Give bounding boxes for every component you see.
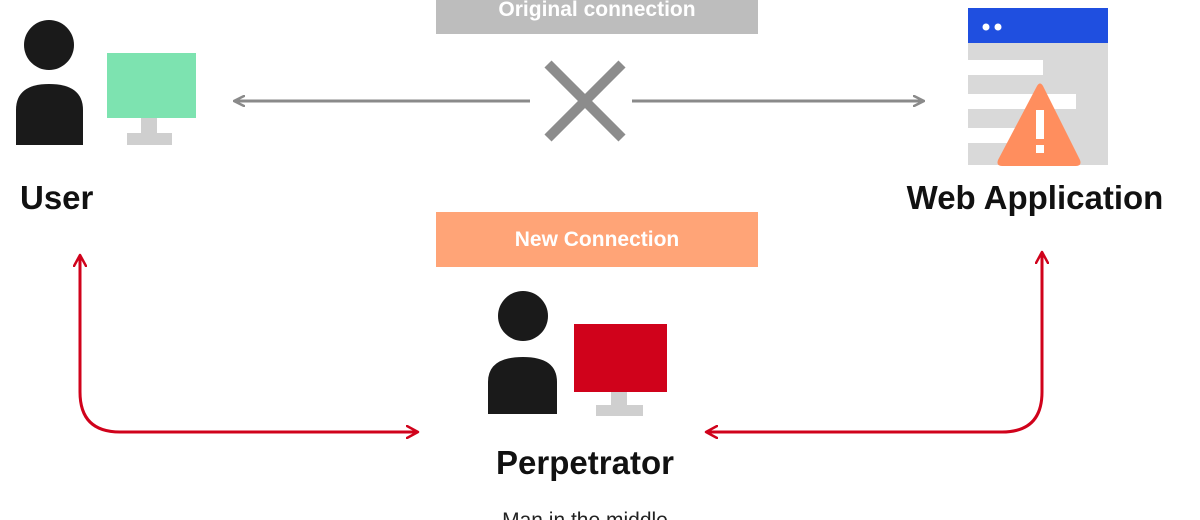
perpetrator-to-webapp-arrow (706, 252, 1042, 432)
perpetrator-body (488, 357, 557, 414)
browser-content-line (968, 128, 1020, 143)
browser-title-bar (968, 8, 1108, 43)
perpetrator-subtitle: Man in the middle (502, 509, 668, 520)
new-connection-label: New Connection (515, 228, 680, 251)
perpetrator-person-icon (488, 291, 557, 414)
web-application-label: Web Application (907, 179, 1164, 216)
warning-icon (997, 83, 1081, 166)
original-connection-label: Original connection (498, 0, 695, 21)
browser-content-line (968, 60, 1043, 75)
original-connection-banner-bg (436, 0, 758, 34)
user-person-icon (16, 20, 83, 145)
perpetrator-monitor-icon (574, 324, 667, 416)
perpetrator-monitor-neck (611, 392, 627, 406)
user-body (16, 84, 83, 145)
perpetrator-monitor-screen (574, 324, 667, 392)
browser-content-line (968, 94, 1076, 109)
perpetrator-label: Perpetrator (496, 444, 674, 481)
user-monitor-icon (107, 53, 196, 145)
user-monitor-screen (107, 53, 196, 118)
new-connection-banner-bg (436, 212, 758, 267)
user-monitor-neck (141, 118, 157, 134)
original-connection-banner: Original connection (436, 0, 758, 34)
user-monitor-base (127, 133, 172, 145)
perpetrator-head (498, 291, 548, 341)
user-label: User (20, 179, 94, 216)
browser-dot (982, 23, 990, 31)
new-connection-banner: New Connection (436, 212, 758, 267)
x-cross-icon (544, 60, 626, 142)
browser-dot (994, 23, 1002, 31)
perpetrator-monitor-base (596, 405, 643, 416)
user-head (24, 20, 74, 70)
user-to-perpetrator-arrow (80, 255, 418, 432)
